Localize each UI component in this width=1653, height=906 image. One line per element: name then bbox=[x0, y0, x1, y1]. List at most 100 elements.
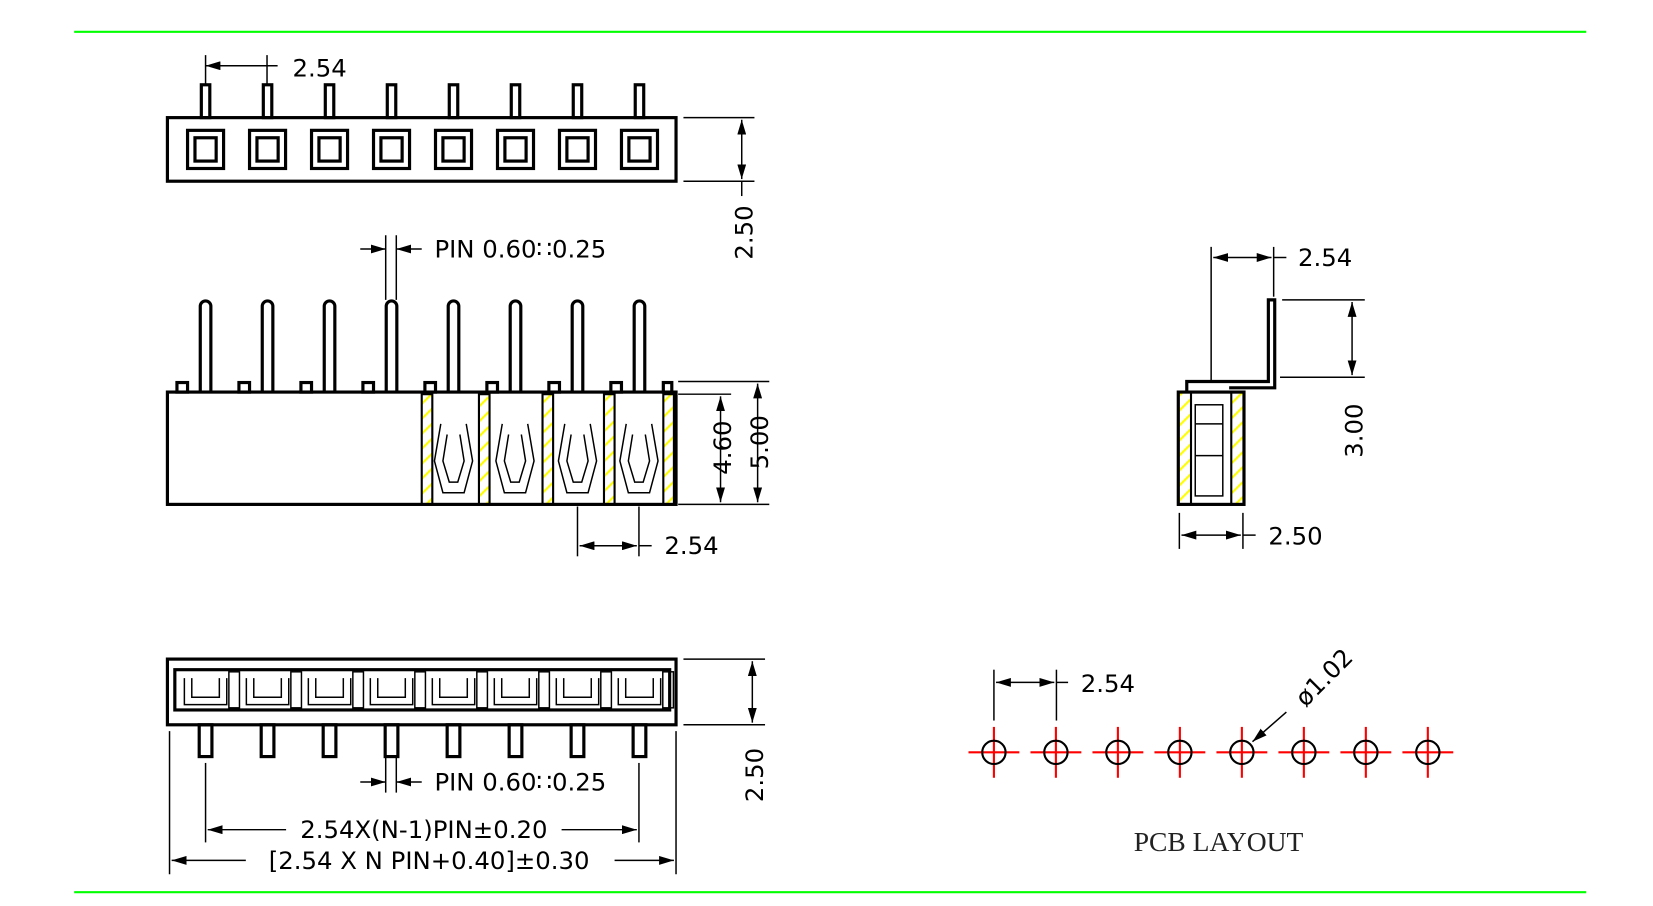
socket-outer bbox=[185, 128, 226, 171]
side-bump bbox=[237, 380, 252, 394]
side-pin bbox=[446, 299, 461, 393]
bottom-pin-leg bbox=[197, 723, 214, 759]
pcb-hole bbox=[1291, 739, 1317, 766]
socket-outer bbox=[371, 128, 412, 171]
end-view: 2.54 3.00 2.50 bbox=[1176, 243, 1369, 551]
side-bump bbox=[423, 380, 438, 394]
side-pin-label: PIN 0.60∷0.25 bbox=[434, 235, 606, 264]
side-bump bbox=[661, 380, 674, 394]
section-hatch-wall bbox=[477, 393, 491, 506]
pcb-hole bbox=[1043, 739, 1069, 766]
pcb-hole bbox=[981, 739, 1007, 766]
bottom-pin-label: PIN 0.60∷0.25 bbox=[434, 767, 606, 796]
bottom-contact bbox=[555, 678, 600, 706]
side-pin bbox=[260, 299, 275, 393]
side-view: PIN 0.60∷0.25 4.60 5.00 2.54 bbox=[165, 235, 774, 560]
bottom-contact bbox=[245, 678, 290, 706]
side-bump bbox=[361, 380, 376, 394]
bottom-divider bbox=[228, 671, 241, 709]
bottom-divider bbox=[414, 671, 427, 709]
top-pitch-label: 2.54 bbox=[292, 53, 346, 82]
end-pin-height-label: 3.00 bbox=[1340, 404, 1369, 458]
socket-inner bbox=[317, 136, 342, 163]
pcb-hole bbox=[1229, 739, 1255, 766]
bottom-contact bbox=[307, 678, 352, 706]
bottom-view: 2.50 PIN 0.60∷0.25 2.54X(N-1)PIN±0.20 [2… bbox=[165, 657, 769, 875]
section-hatch-wall bbox=[602, 393, 616, 506]
section-hatch-wall bbox=[662, 393, 675, 506]
pcb-hole bbox=[1353, 739, 1379, 766]
contact-spring bbox=[557, 423, 598, 494]
top-pin-stub bbox=[447, 83, 460, 120]
pcb-hole bbox=[1167, 739, 1193, 766]
socket-outer bbox=[557, 128, 598, 171]
bottom-contact bbox=[369, 678, 414, 706]
socket-inner bbox=[193, 136, 218, 163]
socket-outer bbox=[495, 128, 536, 171]
bottom-divider bbox=[352, 671, 365, 709]
side-bump bbox=[547, 380, 562, 394]
socket-inner bbox=[255, 136, 280, 163]
top-pin-stub bbox=[571, 83, 584, 120]
bottom-contact bbox=[493, 678, 538, 706]
bottom-divider bbox=[662, 671, 675, 709]
bottom-pin-leg bbox=[507, 723, 524, 759]
bottom-pin-leg bbox=[321, 723, 338, 759]
side-inner-height-label: 4.60 bbox=[708, 420, 737, 474]
pcb-hole bbox=[1415, 739, 1441, 766]
socket-outer bbox=[247, 128, 288, 171]
top-pin-stub bbox=[199, 83, 212, 120]
end-pitch-label: 2.54 bbox=[1298, 243, 1352, 272]
socket-inner bbox=[627, 136, 652, 163]
pcb-layout: 2.54 ø1.02 PCB LAYOUT bbox=[968, 643, 1454, 857]
side-pin bbox=[198, 299, 213, 393]
bottom-span-label: 2.54X(N-1)PIN±0.20 bbox=[300, 815, 547, 844]
bottom-divider bbox=[600, 671, 613, 709]
socket-inner bbox=[565, 136, 590, 163]
section-hatch-wall bbox=[420, 393, 434, 506]
top-pin-stub bbox=[633, 83, 646, 120]
side-bump bbox=[609, 380, 624, 394]
section-hatch-wall bbox=[541, 393, 555, 506]
pcb-layout-title: PCB LAYOUT bbox=[1134, 826, 1304, 857]
bottom-contact bbox=[183, 678, 228, 706]
side-pin bbox=[508, 299, 523, 393]
top-pin-stub bbox=[261, 83, 274, 120]
socket-outer bbox=[619, 128, 660, 171]
pcb-pitch-label: 2.54 bbox=[1081, 669, 1135, 698]
bottom-contact bbox=[431, 678, 476, 706]
side-pin bbox=[632, 299, 647, 393]
side-pitch-label: 2.54 bbox=[664, 531, 718, 560]
bottom-pin-leg bbox=[569, 723, 586, 759]
socket-inner bbox=[379, 136, 404, 163]
top-pin-stub bbox=[323, 83, 336, 120]
top-pin-stub bbox=[385, 83, 398, 120]
bottom-contact bbox=[617, 678, 662, 706]
top-pin-stub bbox=[509, 83, 522, 120]
side-bump bbox=[175, 380, 190, 394]
bottom-divider bbox=[476, 671, 489, 709]
bottom-pin-leg bbox=[259, 723, 276, 759]
end-width-label: 2.50 bbox=[1268, 522, 1322, 551]
bottom-pin-leg bbox=[445, 723, 462, 759]
pcb-hole bbox=[1105, 739, 1131, 766]
bottom-length-label: [2.54 X N PIN+0.40]±0.30 bbox=[269, 846, 590, 875]
side-total-height-label: 5.00 bbox=[745, 415, 774, 469]
top-view: 2.54 2.50 bbox=[165, 53, 758, 260]
side-bump bbox=[485, 380, 500, 394]
side-pin bbox=[384, 299, 399, 393]
socket-outer bbox=[433, 128, 474, 171]
contact-spring bbox=[433, 423, 474, 494]
bottom-height-label: 2.50 bbox=[740, 748, 769, 802]
side-bump bbox=[299, 380, 314, 394]
pcb-hole-label: ø1.02 bbox=[1289, 643, 1358, 712]
bottom-pin-leg bbox=[631, 723, 648, 759]
top-height-label: 2.50 bbox=[729, 205, 758, 259]
socket-inner bbox=[503, 136, 528, 163]
bottom-divider bbox=[290, 671, 303, 709]
bottom-pin-leg bbox=[383, 723, 400, 759]
socket-inner bbox=[441, 136, 466, 163]
side-pin bbox=[570, 299, 585, 393]
bottom-divider bbox=[538, 671, 551, 709]
